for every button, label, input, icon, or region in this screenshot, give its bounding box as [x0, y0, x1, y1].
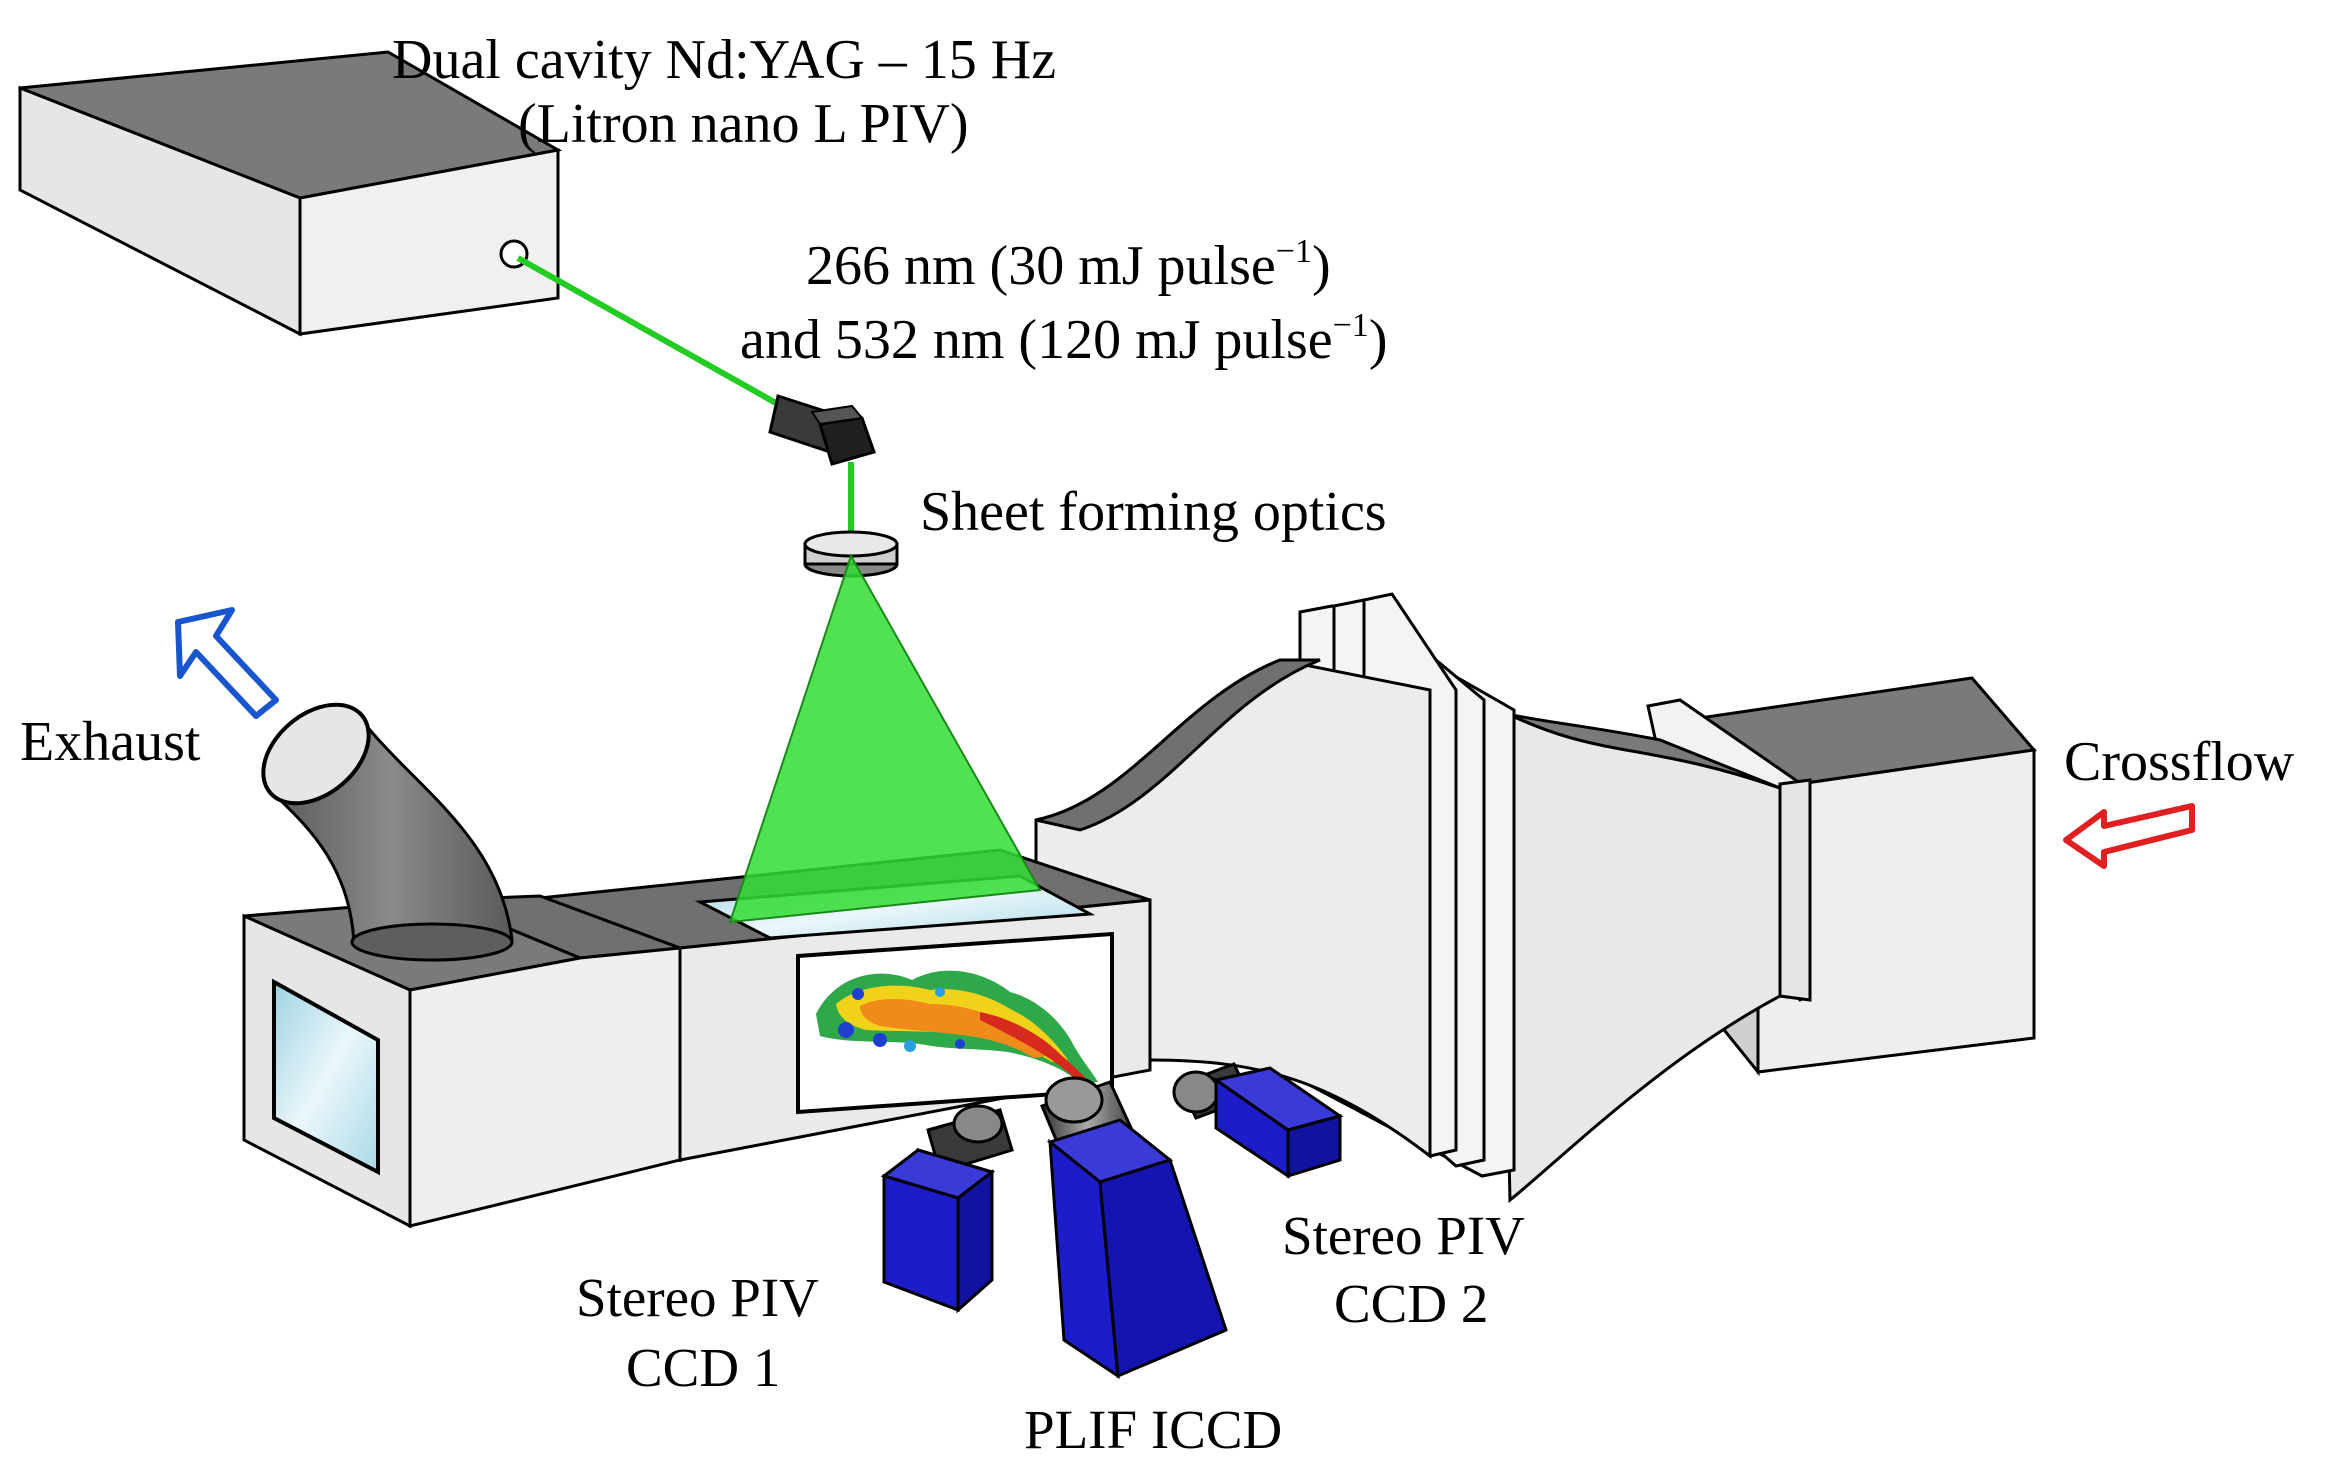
ccd2-camera-icon [1172, 1062, 1344, 1179]
ccd1-label-line1: Stereo PIV [576, 1267, 819, 1328]
crossflow-contraction-section [1034, 592, 2037, 1204]
beam-266-label: 266 nm (30 mJ pulse−1) [806, 233, 1331, 297]
ccd1-camera-icon [880, 1104, 1014, 1314]
crossflow-arrow-icon [2063, 803, 2195, 869]
sheet-optics-lens-icon [803, 530, 899, 578]
laser-sheet [728, 553, 1042, 924]
laser-label-line1: Dual cavity Nd:YAG – 15 Hz [392, 29, 1056, 91]
ccd1-label-line2: CCD 1 [626, 1337, 780, 1398]
sheet-optics-label: Sheet forming optics [920, 481, 1387, 543]
exhaust-label: Exhaust [20, 711, 201, 773]
exhaust-section [242, 702, 682, 1229]
ccd2-label-line1: Stereo PIV [1282, 1205, 1525, 1266]
crossflow-label: Crossflow [2064, 731, 2295, 793]
ccd2-label-line2: CCD 2 [1334, 1273, 1488, 1334]
beam-532-label: and 532 nm (120 mJ pulse−1) [740, 307, 1387, 371]
exhaust-window [272, 978, 380, 1176]
exhaust-arrow-icon [175, 607, 279, 719]
plif-iccd-camera-icon [1040, 1076, 1228, 1379]
laser-label-line2: (Litron nano L PIV) [518, 93, 969, 155]
laser-beam [516, 255, 794, 415]
plif-label: PLIF ICCD [1024, 1399, 1282, 1460]
plif-jet-image [816, 970, 1098, 1088]
beam-collimator-icon [768, 394, 876, 466]
laser-head-icon [18, 50, 563, 337]
